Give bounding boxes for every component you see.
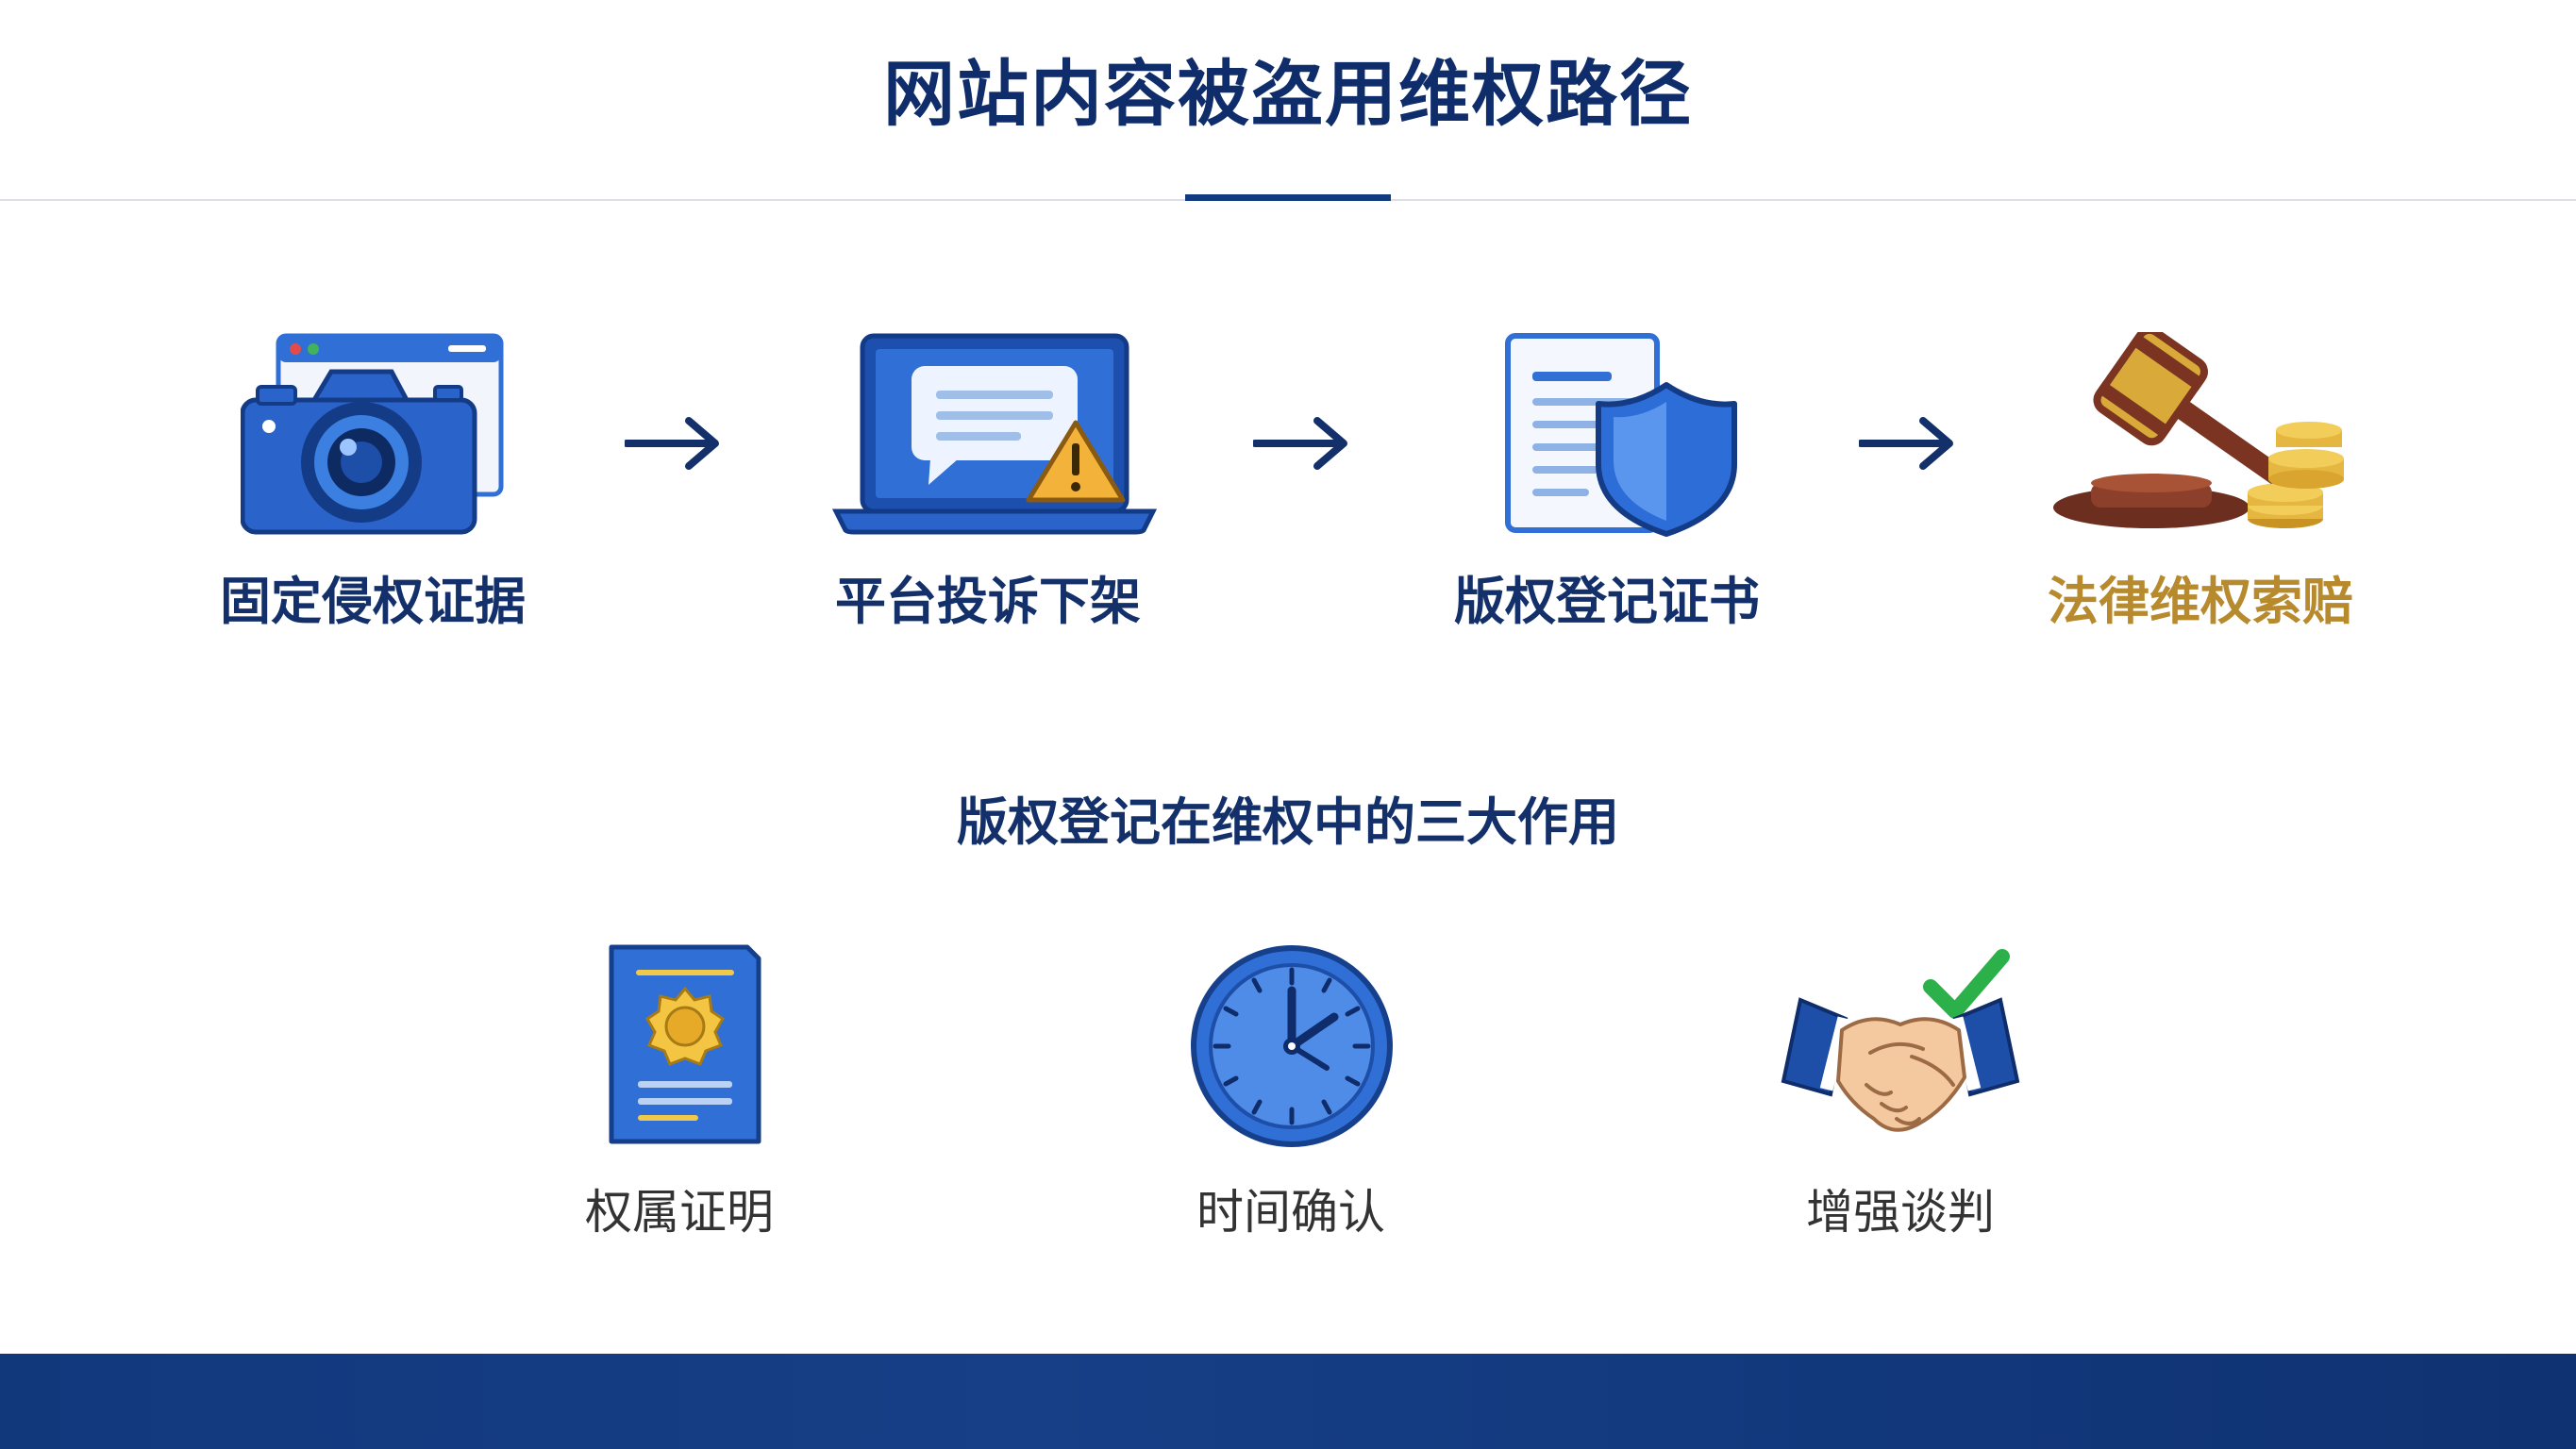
arrow-right-icon [1859, 417, 1953, 470]
certificate-icon [609, 944, 761, 1144]
handshake-check-icon [1781, 949, 2020, 1132]
page-title: 网站内容被盗用维权路径 [883, 52, 1693, 136]
step-1-label: 固定侵权证据 [220, 572, 526, 631]
role-2-label: 时间确认 [1196, 1185, 1385, 1240]
gavel-coins-icon [2053, 332, 2344, 528]
role-1-label: 权属证明 [585, 1185, 774, 1240]
arrow-right-icon [625, 417, 719, 470]
check-icon [1923, 949, 2010, 1019]
section-subtitle: 版权登记在维权中的三大作用 [957, 792, 1619, 852]
footer-band [0, 1354, 2576, 1449]
header-accent-bar [1185, 194, 1391, 201]
step-4-label: 法律维权索赔 [2048, 572, 2353, 631]
laptop-warning-icon [832, 333, 1157, 535]
role-3-label: 增强谈判 [1806, 1185, 1995, 1240]
arrow-right-icon [1253, 417, 1347, 470]
step-3-label: 版权登记证书 [1454, 572, 1760, 631]
clock-icon [1191, 945, 1393, 1147]
document-shield-icon [1505, 333, 1737, 537]
step-2-label: 平台投诉下架 [835, 572, 1141, 631]
camera-browser-icon [241, 333, 504, 535]
coin-stack [2248, 422, 2344, 528]
